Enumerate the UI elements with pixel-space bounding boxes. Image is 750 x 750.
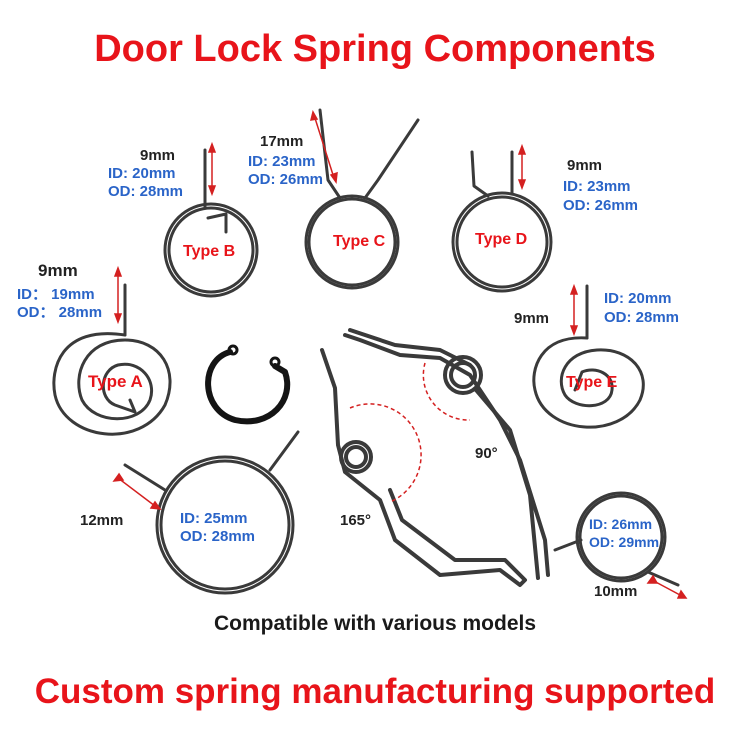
spec-id-c: ID: 23mm bbox=[248, 153, 316, 170]
spec-id-e: ID: 20mm bbox=[604, 290, 672, 307]
spring-ring-12mm bbox=[123, 430, 300, 595]
dimension-arrow-b bbox=[207, 141, 217, 197]
angle-label-90: 90° bbox=[475, 445, 498, 462]
spec-id-d: ID: 23mm bbox=[563, 178, 631, 195]
spec-od-c: OD: 26mm bbox=[248, 171, 324, 188]
type-label-d: Type D bbox=[475, 231, 528, 248]
compatibility-caption: Compatible with various models bbox=[213, 612, 537, 635]
angle-arc-90 bbox=[422, 362, 471, 421]
spec-length-a: 9mm bbox=[38, 261, 78, 280]
dimension-arrow-ring bbox=[112, 472, 162, 510]
spring-type-e bbox=[532, 284, 645, 429]
spring-type-a bbox=[52, 283, 172, 436]
footer-banner: Custom spring manufacturing supported bbox=[34, 672, 716, 711]
spec-id-ring: ID: 25mm bbox=[180, 510, 248, 527]
angle-label-165: 165° bbox=[340, 512, 372, 529]
torsion-spring-90 bbox=[343, 328, 550, 580]
spec-od-ring: OD: 28mm bbox=[180, 528, 256, 545]
spec-od-small: OD: 29mm bbox=[589, 534, 660, 550]
snap-ring bbox=[205, 344, 291, 425]
spec-od-e: OD: 28mm bbox=[604, 309, 680, 326]
spring-type-b bbox=[163, 148, 259, 298]
torsion-spring-165 bbox=[320, 348, 527, 587]
spec-od-b: OD: 28mm bbox=[108, 183, 184, 200]
spec-length-d: 9mm bbox=[567, 157, 603, 174]
type-label-c: Type C bbox=[333, 233, 386, 250]
spec-id-small: ID: 26mm bbox=[589, 516, 653, 532]
dimension-arrow-small bbox=[646, 574, 688, 599]
spring-type-c bbox=[304, 108, 420, 290]
type-label-e: Type E bbox=[566, 374, 618, 391]
spec-length-small: 10mm bbox=[594, 583, 638, 600]
spec-length-c: 17mm bbox=[260, 133, 304, 150]
dimension-arrow-c bbox=[309, 110, 338, 185]
spring-type-d bbox=[451, 150, 553, 293]
dimension-arrow-a bbox=[113, 265, 123, 325]
page-title: Door Lock Spring Components bbox=[94, 28, 656, 70]
spring-ring-10mm bbox=[553, 491, 680, 587]
spec-length-ring: 12mm bbox=[80, 512, 124, 529]
spec-id-b: ID: 20mm bbox=[108, 165, 176, 182]
dimension-arrow-e bbox=[569, 283, 579, 337]
spec-od-d: OD: 26mm bbox=[563, 197, 639, 214]
angle-arc-165 bbox=[349, 403, 422, 503]
spec-id-a: ID： 19mm bbox=[17, 286, 95, 303]
type-label-b: Type B bbox=[183, 243, 236, 260]
type-label-a: Type A bbox=[88, 372, 143, 391]
spec-od-a: OD： 28mm bbox=[17, 304, 103, 321]
spec-length-e: 9mm bbox=[514, 310, 550, 327]
dimension-arrow-d bbox=[517, 143, 527, 191]
spec-length-b: 9mm bbox=[140, 147, 176, 164]
